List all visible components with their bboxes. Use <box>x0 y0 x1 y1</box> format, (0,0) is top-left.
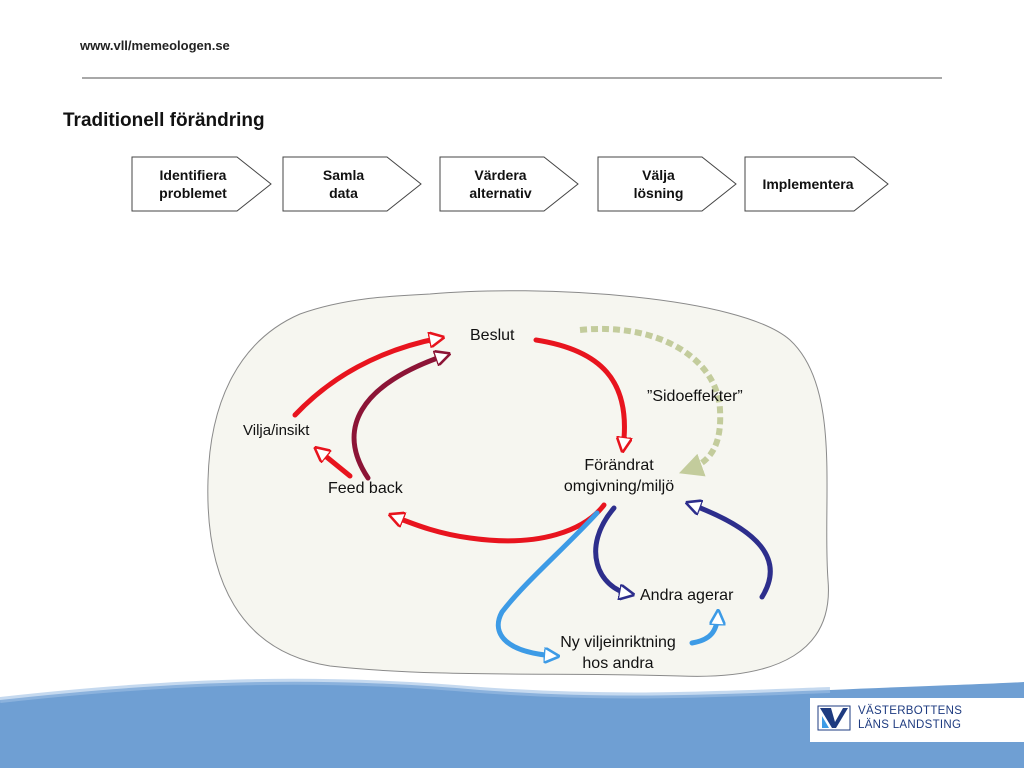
node-feed-back: Feed back <box>328 480 403 497</box>
step-label-implementera: Implementera <box>762 176 854 192</box>
step-vardera <box>439 156 579 212</box>
arrow-vilja-to-beslut <box>292 338 440 418</box>
arrow-feedback-to-beslut <box>351 355 446 481</box>
arrow-sidoeffekter <box>579 326 724 477</box>
node-vilja-insikt: Vilja/insikt <box>243 422 310 439</box>
node-forandrat: Förändrat omgivning/miljö <box>563 457 675 495</box>
step-valja <box>597 156 737 212</box>
logo-text: VÄSTERBOTTENS LÄNS LANDSTING <box>858 704 962 732</box>
arrow-ny-vilje-to-andra <box>689 614 718 646</box>
node-beslut: Beslut <box>470 327 515 344</box>
step-label-identifiera: Identifiera problemet <box>159 167 227 201</box>
landsting-logo-icon <box>817 705 851 731</box>
logo-line-2: LÄNS LANDSTING <box>858 719 962 731</box>
arrow-forandrat-to-ny-vilje <box>495 510 600 656</box>
step-samla <box>282 156 422 212</box>
node-andra-agerar: Andra agerar <box>640 587 734 604</box>
node-ny-viljeinriktning: Ny viljeinriktning hos andra <box>560 634 676 672</box>
arrow-feedback-to-vilja <box>318 450 353 479</box>
step-implementera <box>744 156 889 212</box>
header-divider <box>82 77 942 79</box>
logo-line-1: VÄSTERBOTTENS <box>858 705 963 717</box>
node-sidoeffekter: ”Sidoeffekter” <box>647 388 743 405</box>
process-flow <box>131 156 889 212</box>
step-label-samla: Samla data <box>322 167 365 201</box>
cycle-background-blob <box>207 290 829 677</box>
arrow-beslut-to-forandrat <box>533 337 624 448</box>
step-label-vardera: Värdera alternativ <box>469 167 532 201</box>
arrow-andra-to-forandrat <box>690 504 773 600</box>
arrow-forandrat-to-feedback <box>393 502 607 544</box>
step-identifiera <box>131 156 272 212</box>
step-label-valja: Välja lösning <box>633 167 684 201</box>
arrow-forandrat-to-andra <box>593 505 630 594</box>
page-title: Traditionell förändring <box>63 110 265 131</box>
site-url: www.vll/memeologen.se <box>80 38 230 53</box>
